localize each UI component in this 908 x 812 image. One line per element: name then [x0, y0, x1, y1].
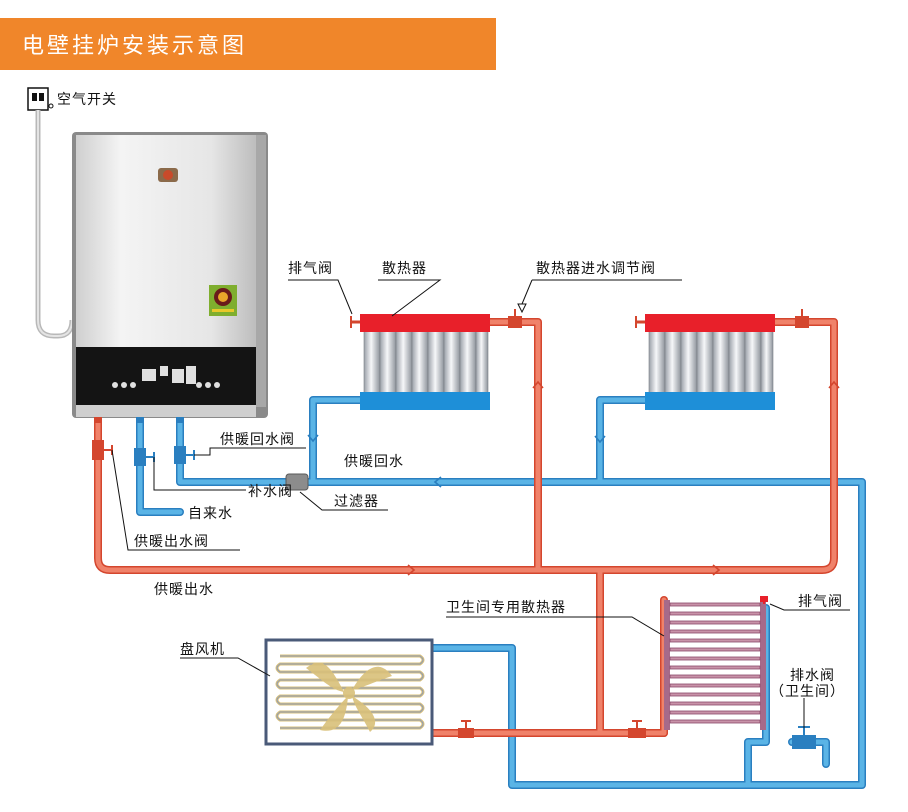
air-switch: 空气开关 — [27, 87, 117, 111]
bathroom-radiator-label: 卫生间专用散热器 — [446, 600, 566, 616]
tap-water-label: 自来水 — [188, 506, 233, 522]
heating-return-label: 供暖回水 — [344, 454, 404, 470]
filter — [285, 473, 309, 491]
heating-supply-label: 供暖出水 — [154, 582, 214, 598]
cold-pipes — [136, 396, 866, 789]
radiator-inlet-valve-label: 散热器进水调节阀 — [536, 261, 656, 277]
fan-icon — [306, 662, 392, 732]
boiler — [72, 132, 268, 423]
radiator-2 — [635, 309, 809, 410]
heating-return-valve — [174, 446, 195, 464]
title-bar: 电壁挂炉安装示意图 — [0, 18, 496, 70]
page-title: 电壁挂炉安装示意图 — [22, 34, 247, 59]
fan-coil-label: 盘风机 — [180, 641, 225, 658]
drain-valve — [792, 726, 816, 749]
control-display — [112, 366, 220, 388]
title-background — [0, 18, 496, 70]
radiator-label: 散热器 — [382, 261, 427, 277]
bath-vent-valve-label: 排气阀 — [798, 594, 843, 610]
heating-supply-valve — [92, 440, 113, 460]
radiator-2-top — [645, 314, 775, 332]
heating-supply-valve-label: 供暖出水阀 — [134, 534, 209, 550]
makeup-valve — [134, 448, 155, 466]
air-switch-label: 空气开关 — [57, 92, 117, 108]
logo-icon — [158, 168, 178, 182]
radiator-1-bottom — [360, 392, 490, 410]
radiator-1-top — [360, 314, 490, 332]
labels: 排气阀 散热器 散热器进水调节阀 供暖回水阀 供暖回水 补水阀 过滤器 自来水 … — [134, 261, 845, 700]
fan-coil — [264, 638, 474, 746]
leader-lines — [111, 279, 850, 728]
radiator-1 — [350, 309, 522, 410]
power-cable — [35, 110, 75, 339]
drain-valve-sublabel: （卫生间） — [770, 684, 845, 700]
bathroom-radiator — [628, 596, 768, 738]
filter-label: 过滤器 — [334, 494, 379, 510]
drain-valve-label: 排水阀 — [790, 668, 835, 684]
flow-arrows — [307, 380, 840, 576]
switch-icon — [27, 87, 49, 111]
vent-valve-label: 排气阀 — [288, 261, 333, 277]
heating-return-valve-label: 供暖回水阀 — [220, 432, 295, 448]
makeup-valve-label: 补水阀 — [248, 484, 293, 500]
brand-badge — [209, 285, 237, 316]
radiator-2-bottom — [645, 392, 775, 410]
